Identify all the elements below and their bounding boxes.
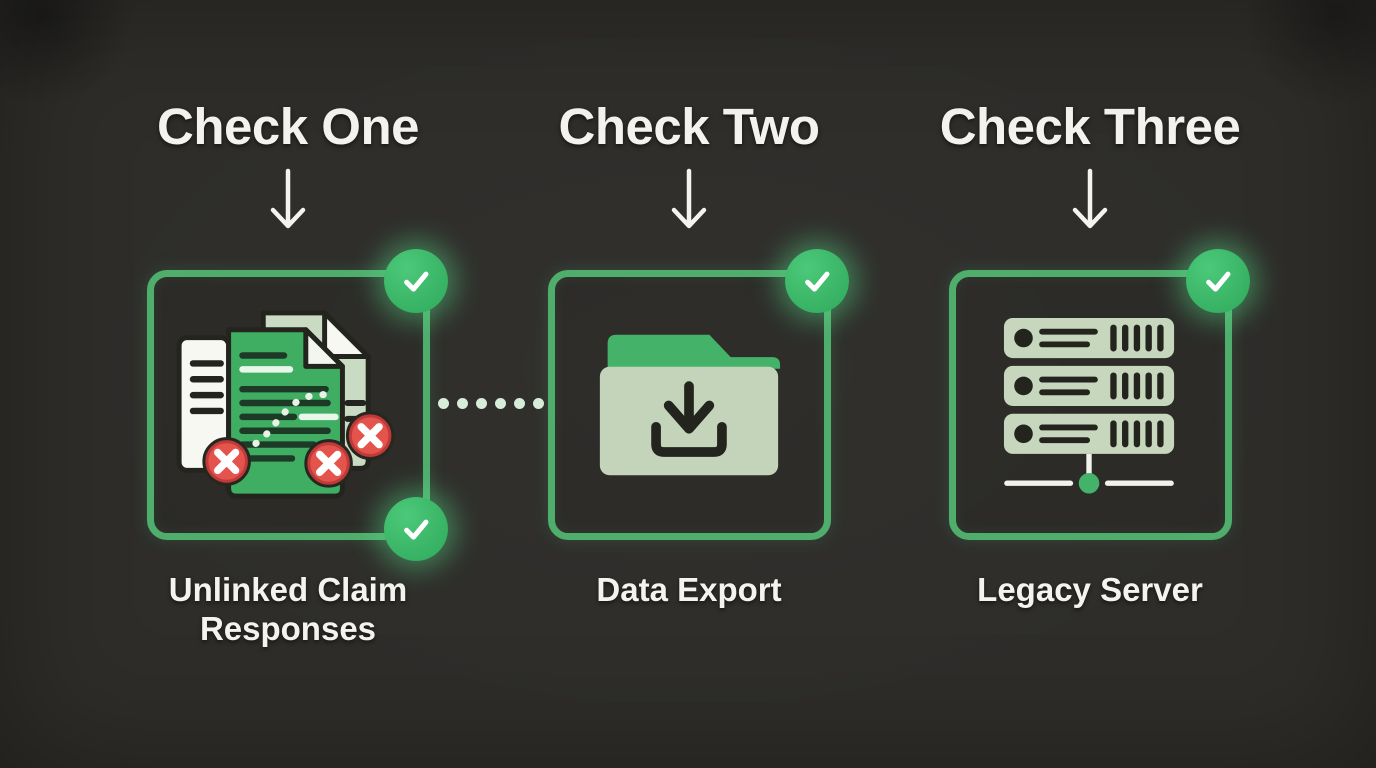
connector-dot	[438, 398, 449, 409]
column-heading: Check Two	[558, 98, 820, 155]
box-label-line: Unlinked Claim	[168, 571, 408, 608]
claim-documents-error-icon	[176, 310, 395, 499]
check-box-two	[547, 249, 849, 540]
check-badge-icon	[784, 249, 849, 313]
red-x-icon	[202, 437, 251, 486]
folder-download-icon	[599, 334, 781, 475]
column-check-three: Check Three	[920, 0, 1260, 768]
box-label: Data Export	[596, 570, 781, 609]
dotted-connector	[438, 398, 544, 409]
check-badge-icon	[1185, 249, 1250, 313]
check-box-three	[948, 249, 1250, 540]
box-label-line: Data Export	[596, 571, 782, 608]
down-arrow-icon	[671, 168, 707, 229]
check-box-one	[146, 249, 448, 561]
red-x-icon	[345, 411, 395, 460]
box-label-line: Legacy Server	[977, 571, 1203, 608]
connector-dot	[533, 398, 544, 409]
server-unit	[1003, 365, 1175, 406]
box-label-line: Responses	[199, 610, 377, 647]
connector-dot	[476, 398, 487, 409]
check-badge-icon	[383, 497, 448, 561]
check-badge-icon	[383, 249, 448, 313]
column-heading: Check Three	[939, 98, 1241, 155]
connector-dot	[514, 398, 525, 409]
connector-dot	[495, 398, 506, 409]
connector-dot	[457, 398, 468, 409]
column-heading: Check One	[157, 98, 419, 155]
box-label: Unlinked Claim Responses	[169, 570, 407, 648]
column-check-one: Check One	[118, 0, 458, 768]
down-arrow-icon	[270, 168, 306, 229]
box-label: Legacy Server	[977, 570, 1203, 609]
column-check-two: Check Two Data Export	[519, 0, 859, 768]
server-unit	[1003, 317, 1175, 359]
server-unit	[1003, 413, 1175, 454]
red-x-icon	[304, 439, 353, 488]
network-link	[1004, 453, 1174, 494]
down-arrow-icon	[1072, 168, 1108, 229]
server-stack-icon	[1003, 317, 1175, 494]
